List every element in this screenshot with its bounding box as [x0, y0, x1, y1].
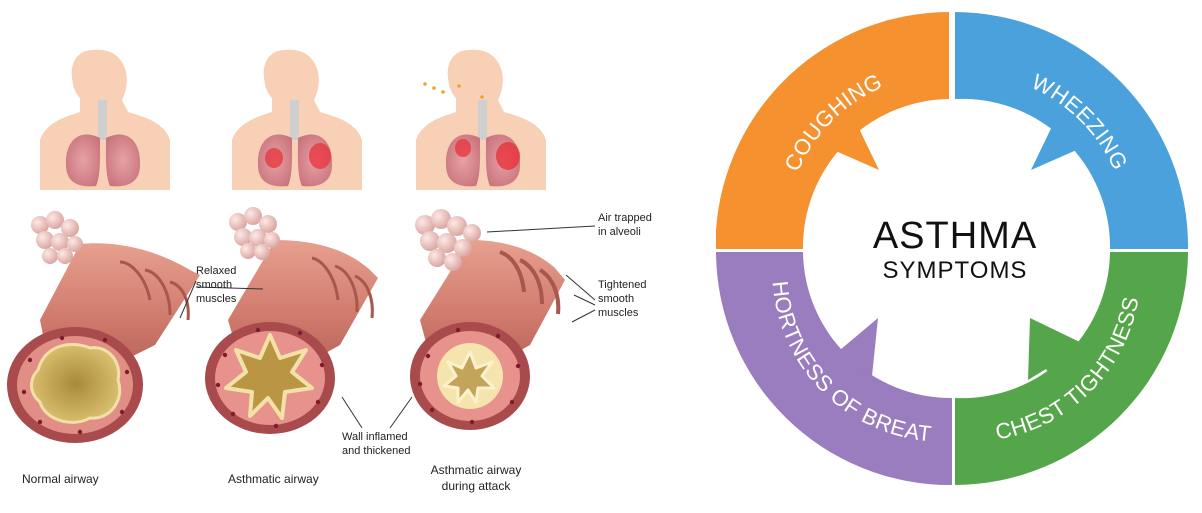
- caption-attack-airway-1: Asthmatic airway: [431, 463, 522, 477]
- label-relaxed-3: muscles: [196, 293, 237, 305]
- airway-attack: [410, 209, 565, 430]
- airway-normal: [7, 211, 200, 443]
- label-wall-1: Wall inflamed: [342, 431, 408, 443]
- caption-attack-airway-2: during attack: [442, 479, 512, 493]
- airway-captions: Normal airway Asthmatic airway Asthmatic…: [22, 463, 521, 493]
- caption-asthmatic-airway: Asthmatic airway: [228, 472, 319, 486]
- cough-droplets: [423, 82, 484, 99]
- segment-coughing: COUGHING: [716, 12, 949, 249]
- alveoli-attack: [415, 209, 481, 271]
- segment-wheezing: WHEEZING: [955, 12, 1189, 249]
- torso-attack: [416, 49, 546, 190]
- symptoms-cycle: COUGHING WHEEZING SHORTNESS OF BREATH CH…: [716, 12, 1189, 486]
- annotation-labels: Relaxed smooth muscles Air trapped in al…: [196, 212, 652, 457]
- label-relaxed-2: smooth: [196, 279, 232, 291]
- label-air-1: Air trapped: [598, 212, 652, 224]
- label-tight-3: muscles: [598, 307, 639, 319]
- airway-asthmatic: [205, 207, 378, 434]
- label-relaxed-1: Relaxed: [196, 265, 236, 277]
- airway-illustrations: Relaxed smooth muscles Air trapped in al…: [7, 49, 652, 493]
- segment-chest-tightness: CHEST TIGHTNESS: [955, 252, 1188, 485]
- label-tight-1: Tightened: [598, 279, 647, 291]
- caption-normal-airway: Normal airway: [22, 472, 99, 486]
- label-tight-2: smooth: [598, 293, 634, 305]
- alveoli-normal: [31, 211, 83, 264]
- annotation-lines: [179, 225, 596, 429]
- label-wall-2: and thickened: [342, 445, 411, 457]
- torso-asthmatic: [232, 49, 362, 190]
- torso-normal: [40, 49, 170, 190]
- center-subtitle: SYMPTOMS: [883, 257, 1028, 284]
- center-title: ASTHMA: [873, 215, 1037, 257]
- alveoli-asthmatic: [229, 207, 280, 260]
- label-air-2: in alveoli: [598, 226, 641, 238]
